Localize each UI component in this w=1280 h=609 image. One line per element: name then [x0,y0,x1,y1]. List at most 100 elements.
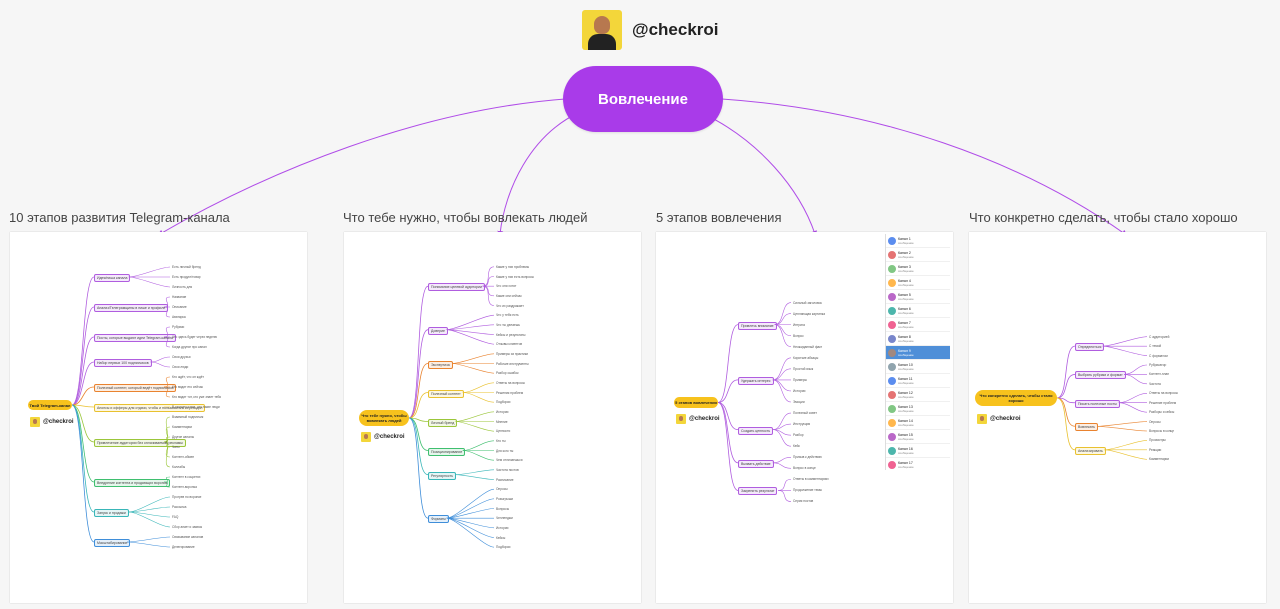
mindmap-node[interactable]: Полезный контент, который ведёт подписчи… [94,384,177,392]
mindmap-leaf[interactable]: Рассылка [172,505,187,509]
mindmap-node[interactable]: Вовлекать [1075,423,1098,432]
mindmap-leaf[interactable]: Примеры [793,377,807,382]
mindmap-leaf[interactable]: Полезный совет [793,411,817,416]
mindmap-panel-4[interactable]: Что конкретно сделать, чтобы стало хорош… [969,232,1266,603]
mindmap-leaf[interactable]: Реакции [1149,447,1162,452]
mindmap-leaf[interactable]: Вопрос в конце [793,466,816,471]
mindmap-leaf[interactable]: Истории [496,525,509,530]
mindmap-leaf[interactable]: Кейсы и результаты [496,332,526,337]
mindmap-leaf[interactable]: Ценности [496,429,511,434]
mindmap-leaf[interactable]: Связывание каналов [172,535,204,539]
mindmap-leaf[interactable]: Название [172,295,187,299]
mindmap-leaf[interactable]: Сбор анкет и заявок [172,525,202,529]
mindmap-node[interactable]: Понимание целевой аудитории [428,283,485,292]
mindmap-root[interactable]: Твой Telegram-канал [28,400,72,410]
mindmap-node[interactable]: Закрепить результат [738,487,778,496]
mindmap-leaf[interactable]: Рубрики [172,325,185,329]
mindmap-root[interactable]: Что тебе нужно, чтобы вовлекать людей [359,410,409,426]
mindmap-leaf[interactable]: Что здесь будет через неделю [172,335,217,339]
mindmap-node[interactable]: Запуск и продажи [94,509,129,517]
mindmap-node[interactable]: Посты, которые выдают идеи Telegram-кана… [94,334,176,342]
mindmap-leaf[interactable]: Когда другие про канал [172,345,207,349]
mindmap-leaf[interactable]: Простой язык [793,366,814,371]
mindmap-leaf[interactable]: Ответы на вопросы [1149,391,1178,396]
mindmap-leaf[interactable]: Вопросы [496,506,510,511]
mindmap-leaf[interactable]: Рубрикатор [1149,363,1167,367]
mindmap-leaf[interactable]: FAQ [172,515,179,519]
mindmap-leaf[interactable]: С аудиторией [1149,334,1170,339]
mindmap-leaf[interactable]: Отзывы клиентов [496,342,523,347]
mindmap-leaf[interactable]: Свои люди [172,365,189,369]
mindmap-leaf[interactable]: Контент в соцсетях [172,475,201,479]
mindmap-leaf[interactable]: С форматом [1149,353,1168,358]
mindmap-node[interactable]: Доверие [428,326,448,335]
mindmap-leaf[interactable]: Серия постов [793,499,814,504]
mindmap-node[interactable]: Регулярность [428,471,457,480]
mindmap-node[interactable]: Выбрать рубрики и формат [1075,371,1126,380]
mindmap-leaf[interactable]: Какие у них есть вопросы [496,274,534,279]
mindmap-leaf[interactable]: Разбор ошибок [496,371,519,376]
mindmap-node[interactable]: Внедрение контента и продающих воронок [94,479,171,487]
mindmap-leaf[interactable]: Ответы в комментариях [793,477,829,482]
mindmap-leaf[interactable]: Частота постов [496,467,519,472]
mindmap-leaf[interactable]: Инструкция [793,422,811,427]
mindmap-leaf[interactable]: Есть личный бренд [172,265,201,269]
mindmap-leaf[interactable]: Комментарии [172,425,193,429]
mindmap-leaf[interactable]: Неожиданный факт [793,344,823,349]
mindmap-node[interactable]: Позиционирование [428,447,466,456]
mindmap-leaf[interactable]: Взаимный подписчик [172,415,204,419]
mindmap-node[interactable]: Экспертиза [428,360,453,369]
mindmap-leaf[interactable]: Интрига [793,322,805,327]
mindmap-node[interactable]: Идея/ниша канала [94,274,131,282]
mindmap-leaf[interactable]: Розыгрыши [496,496,514,501]
mindmap-leaf[interactable]: Кто видит его сейчас [172,385,204,389]
mindmap-leaf[interactable]: Подборки [496,545,511,550]
mindmap-node[interactable]: Вызвать действие [738,459,774,468]
mindmap-root[interactable]: Что конкретно сделать, чтобы стало хорош… [975,390,1057,406]
mindmap-leaf[interactable]: Продолжение темы [793,488,822,493]
mindmap-node[interactable]: Привлечь внимание [738,321,777,330]
mindmap-leaf[interactable]: Цепляющая картинка [793,311,826,316]
mindmap-leaf[interactable]: С темой [1149,344,1162,349]
mindmap-leaf[interactable]: Челленджи [496,516,513,521]
mindmap-leaf[interactable]: Что они хотят [496,284,517,289]
mindmap-leaf[interactable]: Расписание [496,477,514,482]
mindmap-leaf[interactable]: Ответы на вопросы [496,380,525,385]
mindmap-node[interactable]: Привлечение аудитории без оплачиваемой р… [94,439,186,447]
mindmap-leaf[interactable]: Примеры из практики [496,351,529,356]
mindmap-node[interactable]: Анонсы и офферы для отдачи, чтобы и поль… [94,404,206,412]
mindmap-leaf[interactable]: Кто видит тот, кто уже знает тебя [172,395,221,399]
mindmap-leaf[interactable]: Разбор [793,433,804,438]
mindmap-leaf[interactable]: Описание [172,305,187,309]
mindmap-leaf[interactable]: Сильный заголовок [793,300,822,305]
mindmap-node[interactable]: Личный бренд [428,418,458,427]
mindmap-leaf[interactable]: Личность для [172,285,193,289]
mindmap-leaf[interactable]: Эмоции [793,400,805,404]
mindmap-node[interactable]: Создать ценность [738,426,774,435]
mindmap-leaf[interactable]: Разборы и кейсы [1149,410,1175,415]
mindmap-leaf[interactable]: В сторону и все, что такие люди [172,405,220,409]
mindmap-node[interactable]: Удержать интерес [738,376,774,385]
mindmap-leaf[interactable]: Решение проблем [1149,400,1177,405]
mindmap-node[interactable]: Форматы [428,515,449,524]
mindmap-leaf[interactable]: Решения проблем [496,390,524,395]
mindmap-leaf[interactable]: Что ты делаешь [496,322,520,327]
mindmap-leaf[interactable]: Контент-обмен [172,455,195,459]
mindmap-leaf[interactable]: Мнение [496,419,508,424]
mindmap-leaf[interactable]: Какие они сейчас [496,293,522,298]
mindmap-node[interactable]: Набор первых 100 подписчиков [94,359,152,367]
mindmap-leaf[interactable]: Кейс [793,444,801,449]
mindmap-leaf[interactable]: Чем отличаешься [496,458,523,463]
mindmap-leaf[interactable]: Для кого ты [496,448,514,453]
mindmap-leaf[interactable]: Опросы [496,487,508,492]
